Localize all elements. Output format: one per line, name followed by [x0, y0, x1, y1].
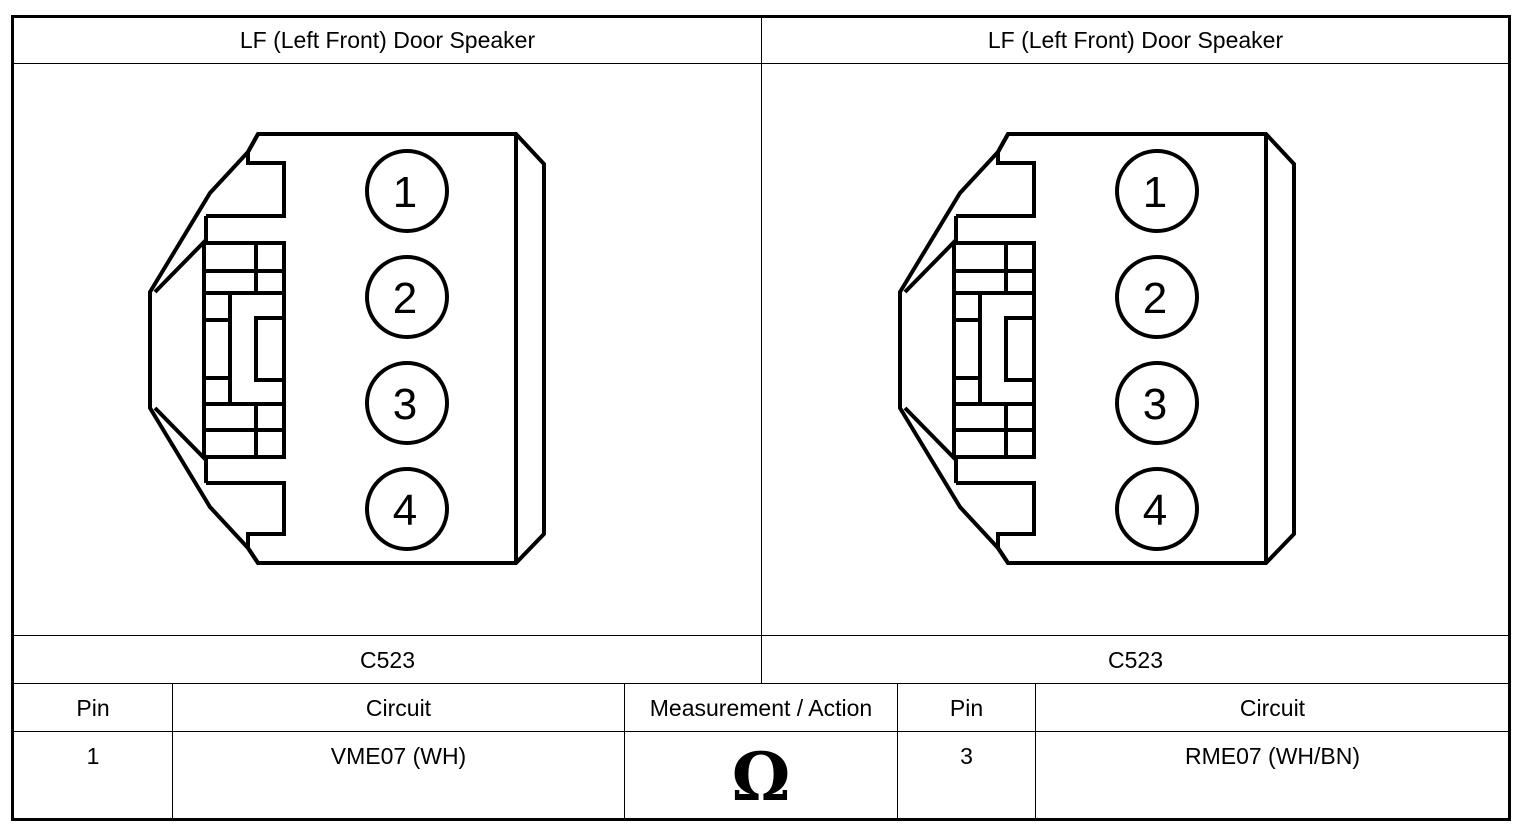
key-slot-grid [204, 243, 284, 457]
header-circuit-b: Circuit [1239, 695, 1306, 721]
pin-label-1: 1 [393, 168, 417, 217]
pin-label-3: 3 [393, 380, 417, 429]
divider-measurement-pin-b [897, 684, 898, 819]
pin-circle-1 [1115, 149, 1199, 233]
connector-diagram-right: 1 2 3 4 [898, 132, 1296, 565]
connector-title-right: LF (Left Front) Door Speaker [987, 27, 1284, 53]
header-pin-b: Pin [949, 695, 984, 721]
pinout-table-frame [11, 15, 1511, 821]
key-slot-outer [202, 241, 286, 459]
header-circuit-a: Circuit [365, 695, 432, 721]
pin-circle-3 [1115, 361, 1199, 445]
pin-label-4: 4 [393, 486, 417, 535]
divider-pin-circuit-b [1035, 684, 1036, 819]
divider-connectors [761, 17, 762, 684]
pin-circle-1 [365, 149, 449, 233]
pin-circle-3 [365, 361, 449, 445]
lower-latch [956, 481, 1036, 565]
connector-id-right: C523 [1108, 647, 1163, 673]
key-slot-outer [952, 241, 1036, 459]
divider-circuit-measurement [624, 684, 625, 819]
upper-latch [956, 133, 1036, 218]
row-circuit-b: RME07 (WH/BN) [1184, 743, 1361, 769]
divider-pin-circuit-a [172, 684, 173, 819]
connector-id-left: C523 [360, 647, 415, 673]
row-circuit-a: VME07 (WH) [330, 743, 467, 769]
pin-label-4: 4 [1143, 486, 1167, 535]
key-slot-inner [978, 291, 1036, 406]
pin-label-2: 2 [393, 274, 417, 323]
ohm-symbol: Ω [731, 738, 791, 816]
pin-label-3: 3 [1143, 380, 1167, 429]
connector-housing-outline [148, 132, 546, 565]
header-pin-a: Pin [76, 695, 110, 721]
key-slot-grid [954, 243, 1034, 457]
header-measurement: Measurement / Action [649, 695, 873, 721]
pin-circle-4 [1115, 467, 1199, 551]
upper-latch [206, 133, 286, 218]
key-slot-inner [228, 291, 286, 406]
connector-diagram-left: 1 2 3 4 [148, 132, 546, 565]
connector-housing-outline [898, 132, 1296, 565]
pin-circle-2 [365, 255, 449, 339]
lower-latch [206, 481, 286, 565]
pin-circle-4 [365, 467, 449, 551]
pin-label-1: 1 [1143, 168, 1167, 217]
row-pin-b: 3 [960, 743, 973, 769]
pin-label-2: 2 [1143, 274, 1167, 323]
row-pin-a: 1 [86, 743, 100, 769]
rule-below-table-header [13, 731, 1510, 732]
locking-tab [153, 216, 208, 483]
connector-title-left: LF (Left Front) Door Speaker [239, 27, 536, 53]
pin-circle-2 [1115, 255, 1199, 339]
locking-tab [903, 216, 958, 483]
